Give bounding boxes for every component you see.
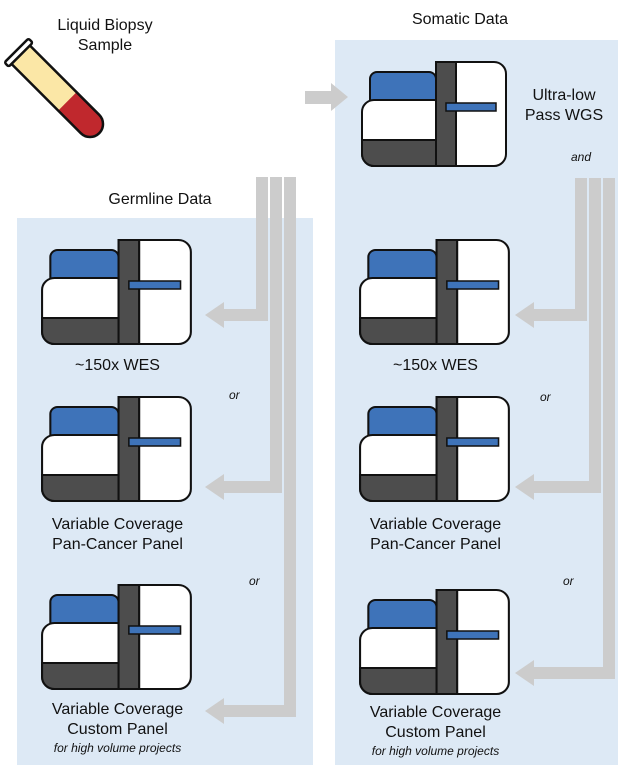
sequencer-icon	[41, 396, 192, 502]
sequencer-icon	[361, 61, 507, 167]
somatic-or-label-1: or	[540, 390, 551, 404]
somatic-title: Somatic Data	[411, 11, 509, 28]
sequencer-icon	[359, 396, 510, 502]
test-tube-icon	[4, 38, 105, 139]
germline-pan-line2: Pan-Cancer Panel	[52, 536, 183, 553]
somatic-or-label-2: or	[563, 574, 574, 588]
somatic-wes-label: ~150x WES	[393, 357, 478, 374]
sample-label: Liquid Biopsy Sample	[40, 16, 170, 56]
germline-or-label-2: or	[249, 574, 260, 588]
sample-label-line1: Liquid Biopsy	[57, 17, 153, 34]
germline-custom-label: Variable Coverage Custom Panel	[27, 700, 208, 740]
germline-custom-note: for high volume projects	[53, 741, 182, 755]
germline-custom-line1: Variable Coverage	[51, 701, 184, 718]
germline-custom-line2: Custom Panel	[67, 721, 168, 738]
somatic-wgs-line2: Pass WGS	[524, 107, 604, 124]
germline-pan-arrow	[205, 177, 282, 500]
somatic-pan-label: Variable Coverage Pan-Cancer Panel	[345, 515, 526, 555]
somatic-custom-note: for high volume projects	[371, 744, 500, 758]
sample-label-line2: Sample	[77, 37, 133, 54]
somatic-wgs-label: Ultra-low Pass WGS	[510, 86, 618, 126]
sequencer-icon	[41, 584, 192, 690]
germline-title: Germline Data	[108, 191, 212, 208]
somatic-pan-line2: Pan-Cancer Panel	[370, 536, 501, 553]
germline-wes-arrow	[205, 177, 268, 328]
somatic-custom-arrow	[515, 178, 615, 686]
somatic-custom-label: Variable Coverage Custom Panel	[345, 703, 526, 743]
germline-pan-line1: Variable Coverage	[51, 516, 184, 533]
somatic-wes-arrow	[515, 178, 587, 328]
sequencer-icon	[41, 239, 192, 345]
germline-wes-label: ~150x WES	[75, 357, 160, 374]
sample-to-wgs-arrow	[305, 83, 348, 111]
somatic-pan-arrow	[515, 178, 601, 500]
somatic-and-label: and	[571, 150, 592, 164]
germline-pan-label: Variable Coverage Pan-Cancer Panel	[27, 515, 208, 555]
sequencer-icon	[359, 589, 510, 695]
somatic-wgs-line1: Ultra-low	[532, 87, 596, 104]
somatic-custom-line1: Variable Coverage	[369, 704, 502, 721]
germline-or-label-1: or	[229, 388, 240, 402]
germline-custom-arrow	[205, 177, 296, 724]
somatic-pan-line1: Variable Coverage	[369, 516, 502, 533]
somatic-custom-line2: Custom Panel	[385, 724, 486, 741]
sequencer-icon	[359, 239, 510, 345]
